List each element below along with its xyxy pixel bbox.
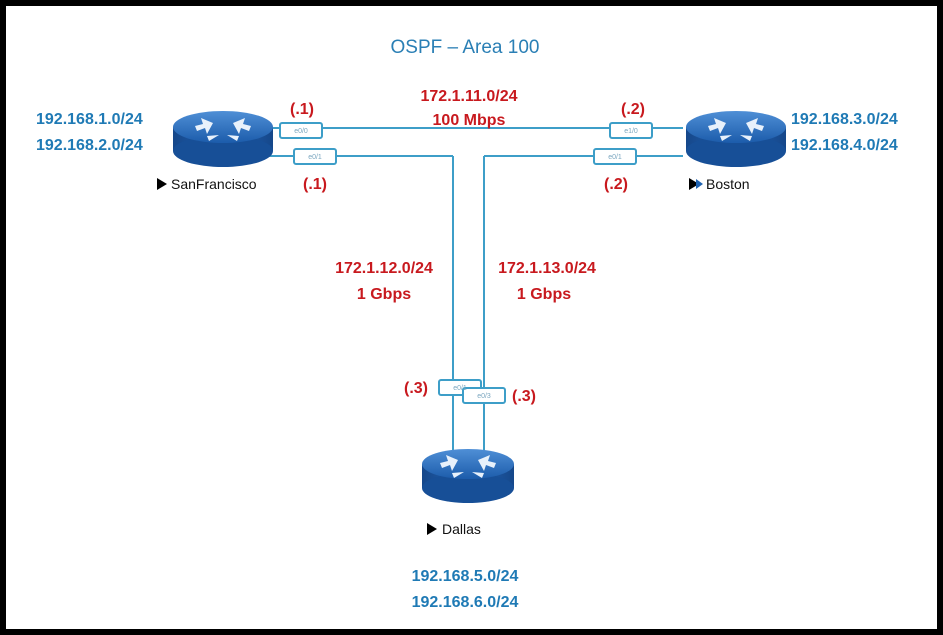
router-arrows-icon <box>195 118 251 141</box>
interface-label-dallas-right: e0/3 <box>477 393 491 400</box>
sf-top-host: (.1) <box>290 101 314 118</box>
dallas-left-host: (.3) <box>404 380 428 397</box>
router-name-boston: Boston <box>706 176 750 192</box>
dallas-network-2: 192.168.6.0/24 <box>412 594 519 611</box>
play-icon <box>696 179 703 189</box>
play-icon <box>689 178 699 190</box>
dallas-network-1: 192.168.5.0/24 <box>412 568 519 585</box>
interface-label-sf-top: e0/0 <box>294 128 308 135</box>
network-diagram: OSPF – Area 100 e0/0 e0/1 e1/0 e0/1 e0/1… <box>36 37 898 611</box>
interface-boston-top <box>609 122 653 139</box>
sf-network-1: 192.168.1.0/24 <box>36 111 143 128</box>
diagram-frame: OSPF – Area 100 e0/0 e0/1 e1/0 e0/1 e0/1… <box>6 6 937 629</box>
router-dallas[interactable] <box>422 449 514 503</box>
router-name-sf: SanFrancisco <box>171 176 257 192</box>
sf-network-2: 192.168.2.0/24 <box>36 137 143 154</box>
interface-label-boston-top: e1/0 <box>624 128 638 135</box>
router-name-dallas: Dallas <box>442 521 481 537</box>
interface-label-dallas-left: e0/1 <box>453 385 467 392</box>
interface-sf-bottom <box>293 148 337 165</box>
play-icon <box>427 523 437 535</box>
router-sf[interactable] <box>173 111 273 167</box>
diagram-title: OSPF – Area 100 <box>391 37 540 58</box>
boston-network-2: 192.168.4.0/24 <box>791 137 898 154</box>
interface-dallas-right <box>462 387 506 404</box>
router-arrows-icon <box>708 118 764 141</box>
link-sf-dallas-subnet: 172.1.12.0/24 <box>335 260 433 277</box>
interface-sf-top <box>279 122 323 139</box>
router-boston[interactable] <box>686 111 786 167</box>
interface-label-boston-bottom: e0/1 <box>608 154 622 161</box>
dallas-right-host: (.3) <box>512 388 536 405</box>
sf-bottom-host: (.1) <box>303 176 327 193</box>
link-boston-dallas-speed: 1 Gbps <box>517 286 571 303</box>
interface-label-sf-bottom: e0/1 <box>308 154 322 161</box>
link-sf-boston-speed: 100 Mbps <box>433 112 506 129</box>
link-boston-dallas-subnet: 172.1.13.0/24 <box>498 260 596 277</box>
interface-boston-bottom <box>593 148 637 165</box>
boston-bottom-host: (.2) <box>604 176 628 193</box>
link-sf-boston-subnet: 172.1.11.0/24 <box>421 88 518 105</box>
router-arrows-icon <box>440 455 496 478</box>
boston-top-host: (.2) <box>621 101 645 118</box>
boston-network-1: 192.168.3.0/24 <box>791 111 898 128</box>
play-icon <box>157 178 167 190</box>
interfaces <box>279 122 653 404</box>
link-sf-dallas-speed: 1 Gbps <box>357 286 411 303</box>
